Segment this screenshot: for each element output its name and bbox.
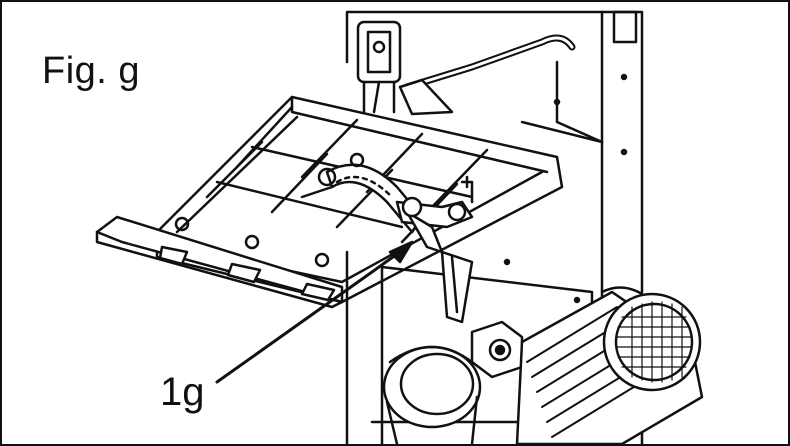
motor bbox=[515, 286, 704, 444]
figure-title: Fig. g bbox=[42, 50, 141, 92]
tilt-trunnion bbox=[300, 152, 474, 254]
callout-label-1g: 1g bbox=[160, 370, 205, 414]
switch-box bbox=[470, 320, 524, 379]
work-table bbox=[95, 95, 564, 309]
callout-leader bbox=[215, 240, 414, 384]
upper-blade-guide bbox=[356, 20, 402, 114]
work-lamp bbox=[398, 34, 576, 116]
machine-column bbox=[345, 10, 644, 304]
lower-wheel-hub bbox=[382, 345, 482, 444]
